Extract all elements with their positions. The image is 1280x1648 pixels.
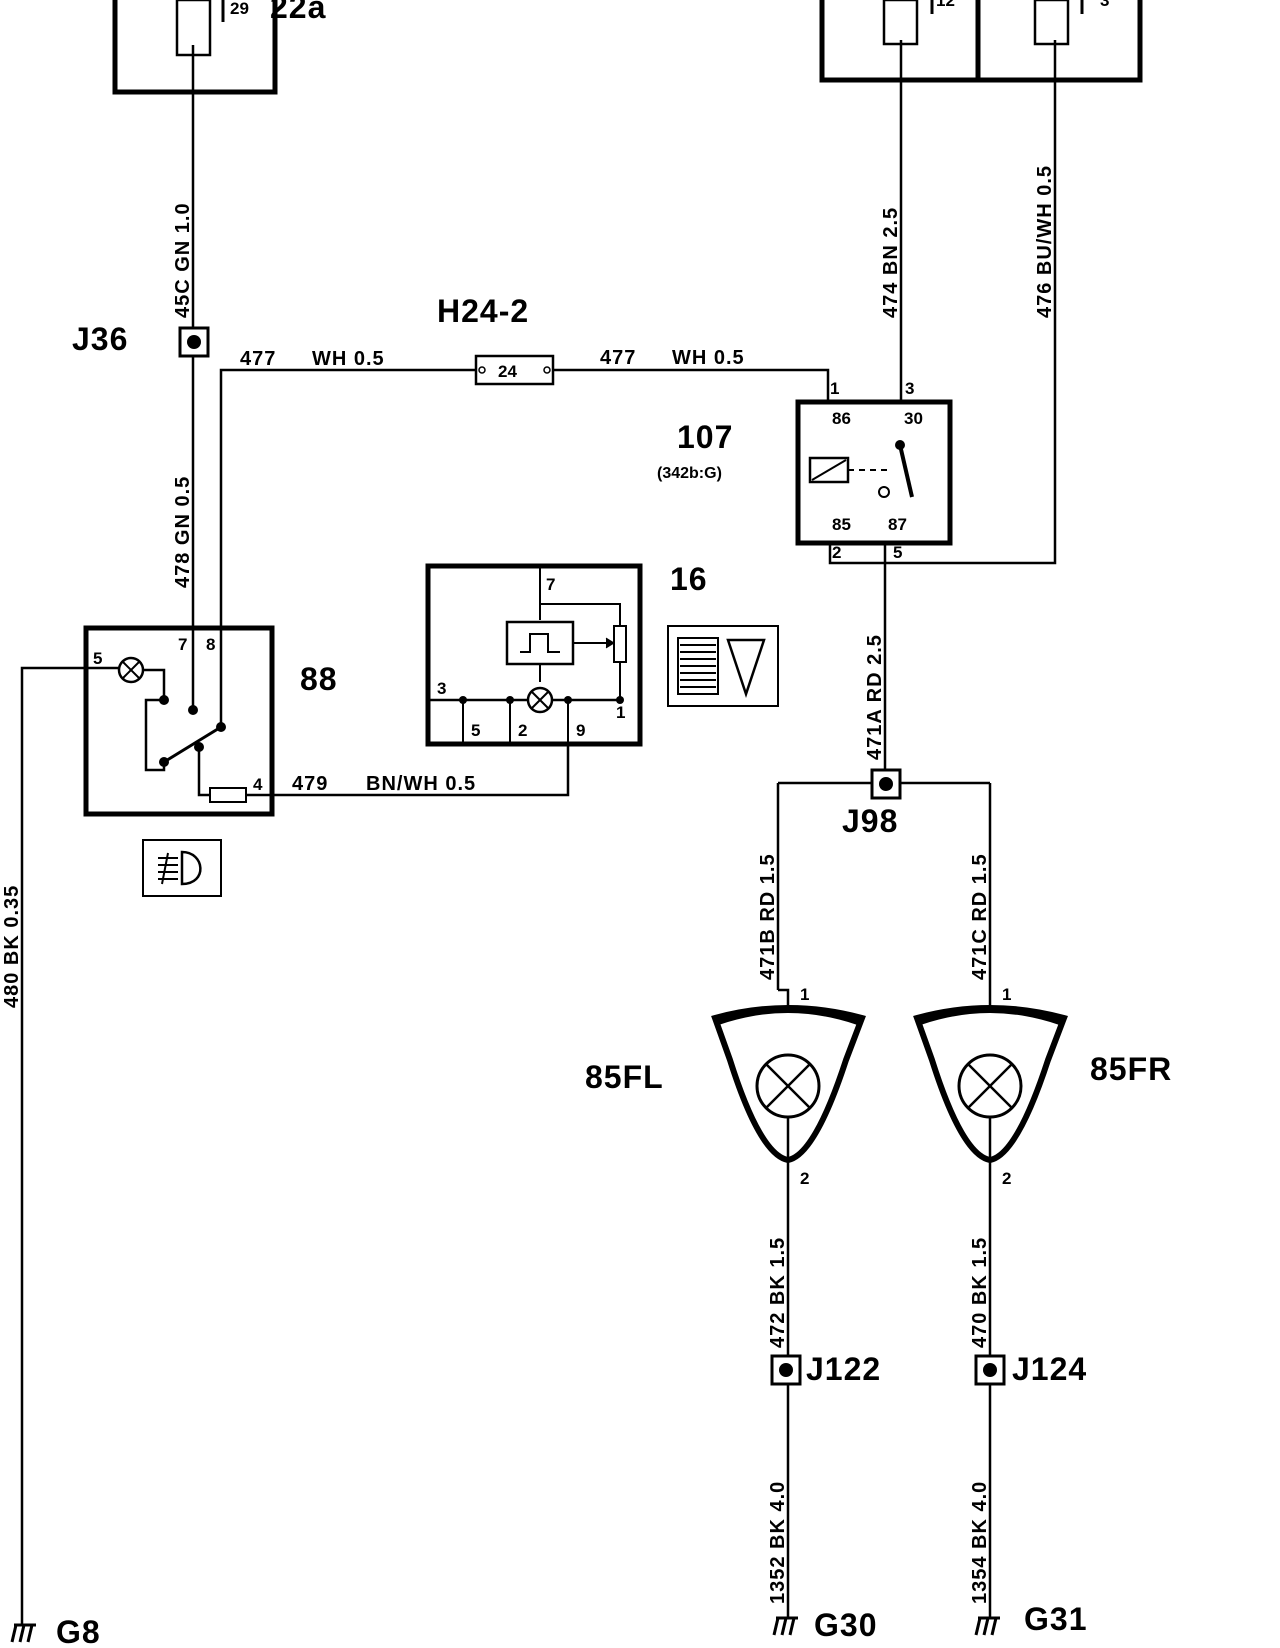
top-left-connector: 29 22a xyxy=(112,0,326,95)
ground-g8-label: G8 xyxy=(56,1614,101,1648)
relay-pin-1: 1 xyxy=(830,379,839,398)
relay-107: 1 3 86 30 85 87 2 5 107 (342b:G) xyxy=(657,379,953,562)
wire-480-label: 480 BK 0.35 xyxy=(1,885,23,1008)
switch-pin-8: 8 xyxy=(206,635,215,654)
lamp-fl-label: 85FL xyxy=(585,1059,664,1095)
wire-474-label: 474 BN 2.5 xyxy=(880,207,902,318)
lamp-fr-label: 85FR xyxy=(1090,1051,1172,1087)
switch-pin-7: 7 xyxy=(178,635,187,654)
wire-471a-label: 471A RD 2.5 xyxy=(864,634,886,760)
wire-479-spec: BN/WH 0.5 xyxy=(366,773,476,795)
j36-splice: J36 xyxy=(72,321,210,358)
wire-1352-label: 1352 BK 4.0 xyxy=(767,1481,789,1604)
ground-g31-label: G31 xyxy=(1024,1601,1087,1637)
lamp-fr-pin-2: 2 xyxy=(1002,1169,1011,1188)
module-pin-2: 2 xyxy=(518,721,527,740)
module-pin-9: 9 xyxy=(576,721,585,740)
lamp-fr-pin-1: 1 xyxy=(1002,985,1011,1004)
wire-476 xyxy=(828,40,1057,565)
wire-477-right-spec: WH 0.5 xyxy=(672,347,745,369)
lamp-fl-pin-2: 2 xyxy=(800,1169,809,1188)
module-label: 16 xyxy=(670,561,708,597)
j98-splice: J98 xyxy=(842,768,902,839)
lamp-fl-pin-1: 1 xyxy=(800,985,809,1004)
wire-479 xyxy=(272,733,570,797)
ground-g31: G31 xyxy=(974,1601,1087,1637)
wire-471b-label: 471B RD 1.5 xyxy=(757,853,779,980)
top-right-ref-b: 3 xyxy=(1100,0,1109,10)
wire-471c-label: 471C RD 1.5 xyxy=(969,853,991,980)
relay-sublabel: (342b:G) xyxy=(657,465,722,482)
fog-light-icon xyxy=(142,839,222,897)
wire-1354-label: 1354 BK 4.0 xyxy=(969,1481,991,1604)
lamp-85fl: 1 2 85FL xyxy=(585,985,866,1188)
j36-label: J36 xyxy=(72,321,128,357)
switch-label: 88 xyxy=(300,661,338,697)
wire-477-right xyxy=(553,368,830,402)
module-pin-7: 7 xyxy=(546,575,555,594)
relay-pin-5: 5 xyxy=(893,543,902,562)
top-right-connector: 12 3 xyxy=(819,0,1143,83)
wire-477-left-number: 477 xyxy=(240,348,276,370)
switch-pin-5: 5 xyxy=(93,649,102,668)
wire-470-label: 470 BK 1.5 xyxy=(969,1237,991,1348)
relay-pin-85: 85 xyxy=(832,515,851,534)
j98-label: J98 xyxy=(842,803,898,839)
j122-splice: J122 xyxy=(770,1351,881,1387)
wire-476-label: 476 BU/WH 0.5 xyxy=(1034,165,1056,318)
module-pin-1: 1 xyxy=(616,703,625,722)
switch-88: 5 7 8 4 88 xyxy=(83,625,338,817)
wire-477-left xyxy=(219,368,476,628)
fuse-value: 24 xyxy=(498,362,517,381)
relay-pin-30: 30 xyxy=(904,409,923,428)
lamp-85fr: 1 2 85FR xyxy=(913,985,1172,1188)
relay-label: 107 xyxy=(677,419,733,455)
wire-478-label: 478 GN 0.5 xyxy=(172,476,194,588)
j122-label: J122 xyxy=(806,1351,881,1387)
fuse-label: H24-2 xyxy=(437,293,529,329)
relay-pin-86: 86 xyxy=(832,409,851,428)
ground-g30: G30 xyxy=(772,1607,877,1643)
ground-g30-label: G30 xyxy=(814,1607,877,1643)
ground-g8: G8 xyxy=(10,1614,101,1648)
wire-480 xyxy=(20,666,86,1625)
top-left-pin-label: 29 xyxy=(230,0,249,18)
j124-label: J124 xyxy=(1012,1351,1087,1387)
relay-pin-87: 87 xyxy=(888,515,907,534)
relay-pin-3: 3 xyxy=(905,379,914,398)
module-pin-3: 3 xyxy=(437,679,446,698)
module-16: 7 3 5 2 9 1 16 xyxy=(425,561,708,747)
wire-477-right-number: 477 xyxy=(600,347,636,369)
top-right-ref-a: 12 xyxy=(936,0,955,10)
wire-45c-label: 45C GN 1.0 xyxy=(172,202,194,318)
j124-splice: J124 xyxy=(974,1351,1087,1387)
module-pin-5: 5 xyxy=(471,721,480,740)
wire-477-left-spec: WH 0.5 xyxy=(312,348,385,370)
level-indicator-icon xyxy=(667,625,779,707)
switch-pin-4: 4 xyxy=(253,775,263,794)
wire-472-label: 472 BK 1.5 xyxy=(767,1237,789,1348)
relay-pin-2: 2 xyxy=(832,543,841,562)
fuse-h24-2: 24 H24-2 xyxy=(437,293,555,386)
top-left-connector-ref: 22a xyxy=(270,0,326,25)
wire-479-number: 479 xyxy=(292,773,328,795)
